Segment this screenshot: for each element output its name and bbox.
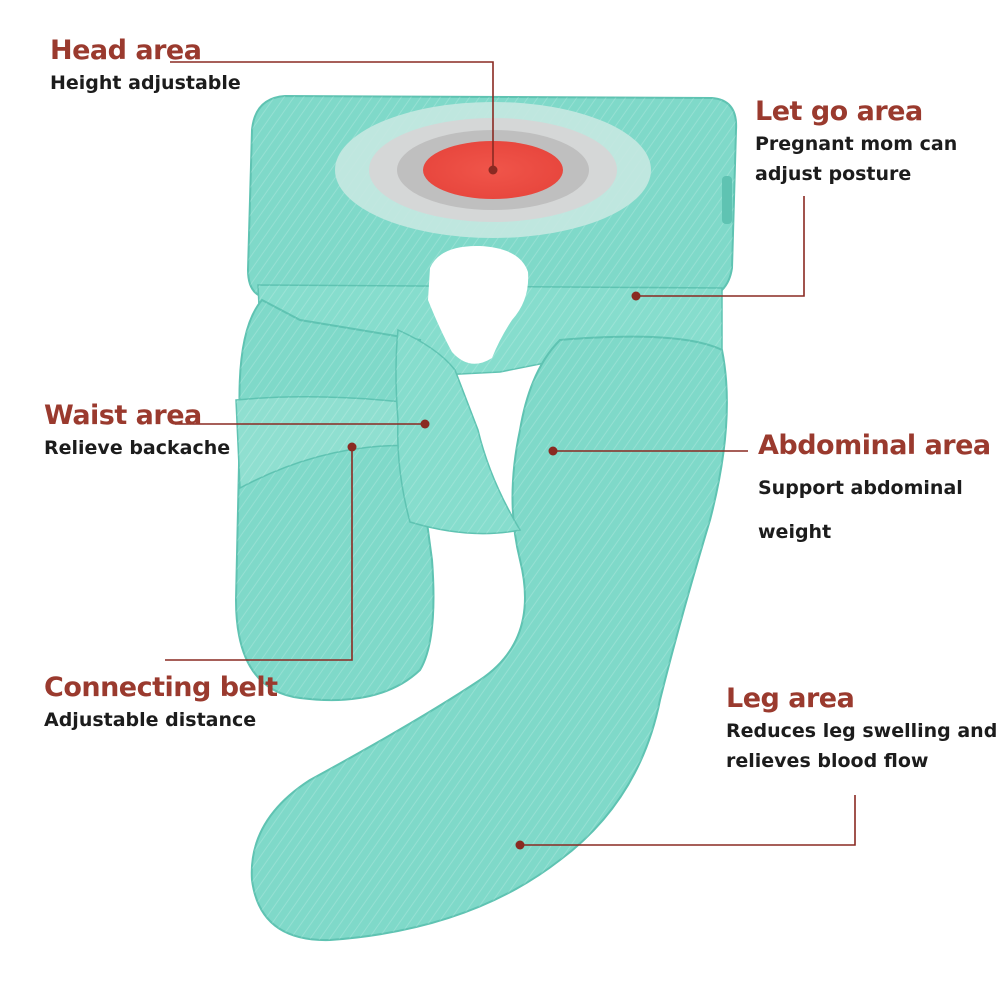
side-strap	[722, 176, 732, 224]
leg-area-title: Leg area	[726, 683, 855, 714]
leader-lines	[165, 61, 856, 846]
abdominal-area-label: Abdominal area Support abdominal weight	[758, 430, 991, 554]
dot-letgo	[631, 291, 641, 301]
leg-area-desc-1: Reduces leg swelling and	[726, 720, 998, 743]
leader-head	[170, 61, 494, 170]
letgo-area-desc-2: adjust posture	[755, 162, 912, 185]
dot-leg	[515, 840, 525, 850]
leg-pillow	[250, 335, 728, 942]
dot-head	[488, 165, 498, 175]
waist-area-title: Waist area	[44, 400, 202, 431]
leg-area-desc-2: relieves blood flow	[726, 749, 929, 772]
abdominal-area-title: Abdominal area	[758, 430, 991, 461]
head-area-title: Head area	[50, 35, 202, 66]
waist-area-label: Waist area Relieve backache	[44, 400, 230, 463]
dot-abdominal	[548, 446, 558, 456]
leg-area-label: Leg area Reduces leg swelling and reliev…	[726, 683, 997, 775]
connecting-belt-title: Connecting belt	[44, 672, 278, 703]
leader-dots	[347, 165, 641, 850]
waist-cushion	[395, 328, 522, 535]
leader-belt	[165, 447, 353, 661]
letgo-area-title: Let go area	[755, 96, 923, 127]
head-area-label: Head area Height adjustable	[50, 35, 241, 98]
abdominal-area-desc-2: weight	[758, 520, 832, 543]
dot-waist	[420, 419, 430, 429]
connecting-belt-desc: Adjustable distance	[44, 709, 257, 732]
leader-letgo	[636, 196, 805, 297]
letgo-area-label: Let go area Pregnant mom can adjust post…	[755, 96, 957, 188]
letgo-area-desc-1: Pregnant mom can	[755, 133, 958, 156]
leader-leg	[520, 795, 856, 846]
neck-cutout	[428, 245, 529, 364]
connecting-belt-label: Connecting belt Adjustable distance	[44, 672, 278, 735]
dot-belt	[347, 442, 357, 452]
waist-area-desc: Relieve backache	[44, 437, 231, 460]
abdominal-area-desc-1: Support abdominal	[758, 477, 963, 500]
head-area-desc: Height adjustable	[50, 72, 241, 95]
